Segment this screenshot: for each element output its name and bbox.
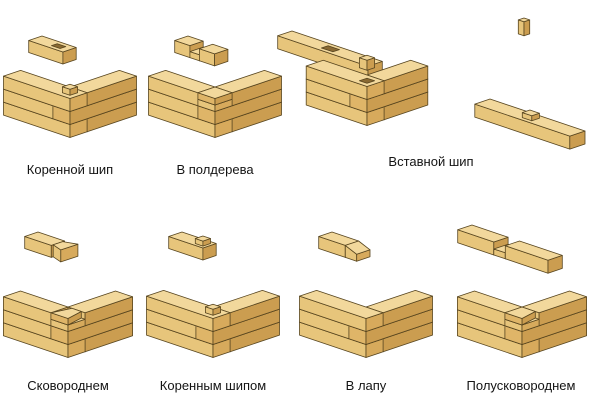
joint-drawing-vstavnoy-ship xyxy=(277,17,586,150)
joint-figure-skovorodnem: Сковороднем xyxy=(2,204,134,393)
joint-drawing-skovorodnem xyxy=(3,231,133,358)
joint-label-vstavnoy-ship: Вставной шип xyxy=(388,154,474,169)
joint-label-v-polderova: В полдерева xyxy=(176,162,254,177)
joint-drawing-korennym-shipom xyxy=(146,231,280,358)
joint-drawing-korennoy-ship xyxy=(3,35,137,138)
joint-label-korennoy-ship: Коренной шип xyxy=(26,162,114,177)
joint-drawing-v-polderova xyxy=(148,35,282,138)
joint-label-poluskovorodnem: Полусковороднем xyxy=(466,378,576,393)
joint-drawing-poluskovorodnem xyxy=(457,224,587,358)
joint-label-korennym-shipom: Коренным шипом xyxy=(159,378,267,393)
joint-figure-v-polderova: В полдерева xyxy=(140,8,290,177)
joint-figure-vstavnoy-ship: Вставной шип xyxy=(262,2,600,169)
joint-label-v-lapu: В лапу xyxy=(345,378,387,393)
joint-drawing-v-lapu xyxy=(299,231,433,358)
joint-label-skovorodnem: Сковороднем xyxy=(27,378,109,393)
joint-figure-korennym-shipom: Коренным шипом xyxy=(138,204,288,393)
joint-figure-poluskovorodnem: Полусковороднем xyxy=(442,204,600,393)
joint-figure-korennoy-ship: Коренной шип xyxy=(2,8,138,177)
joint-figure-v-lapu: В лапу xyxy=(292,204,440,393)
